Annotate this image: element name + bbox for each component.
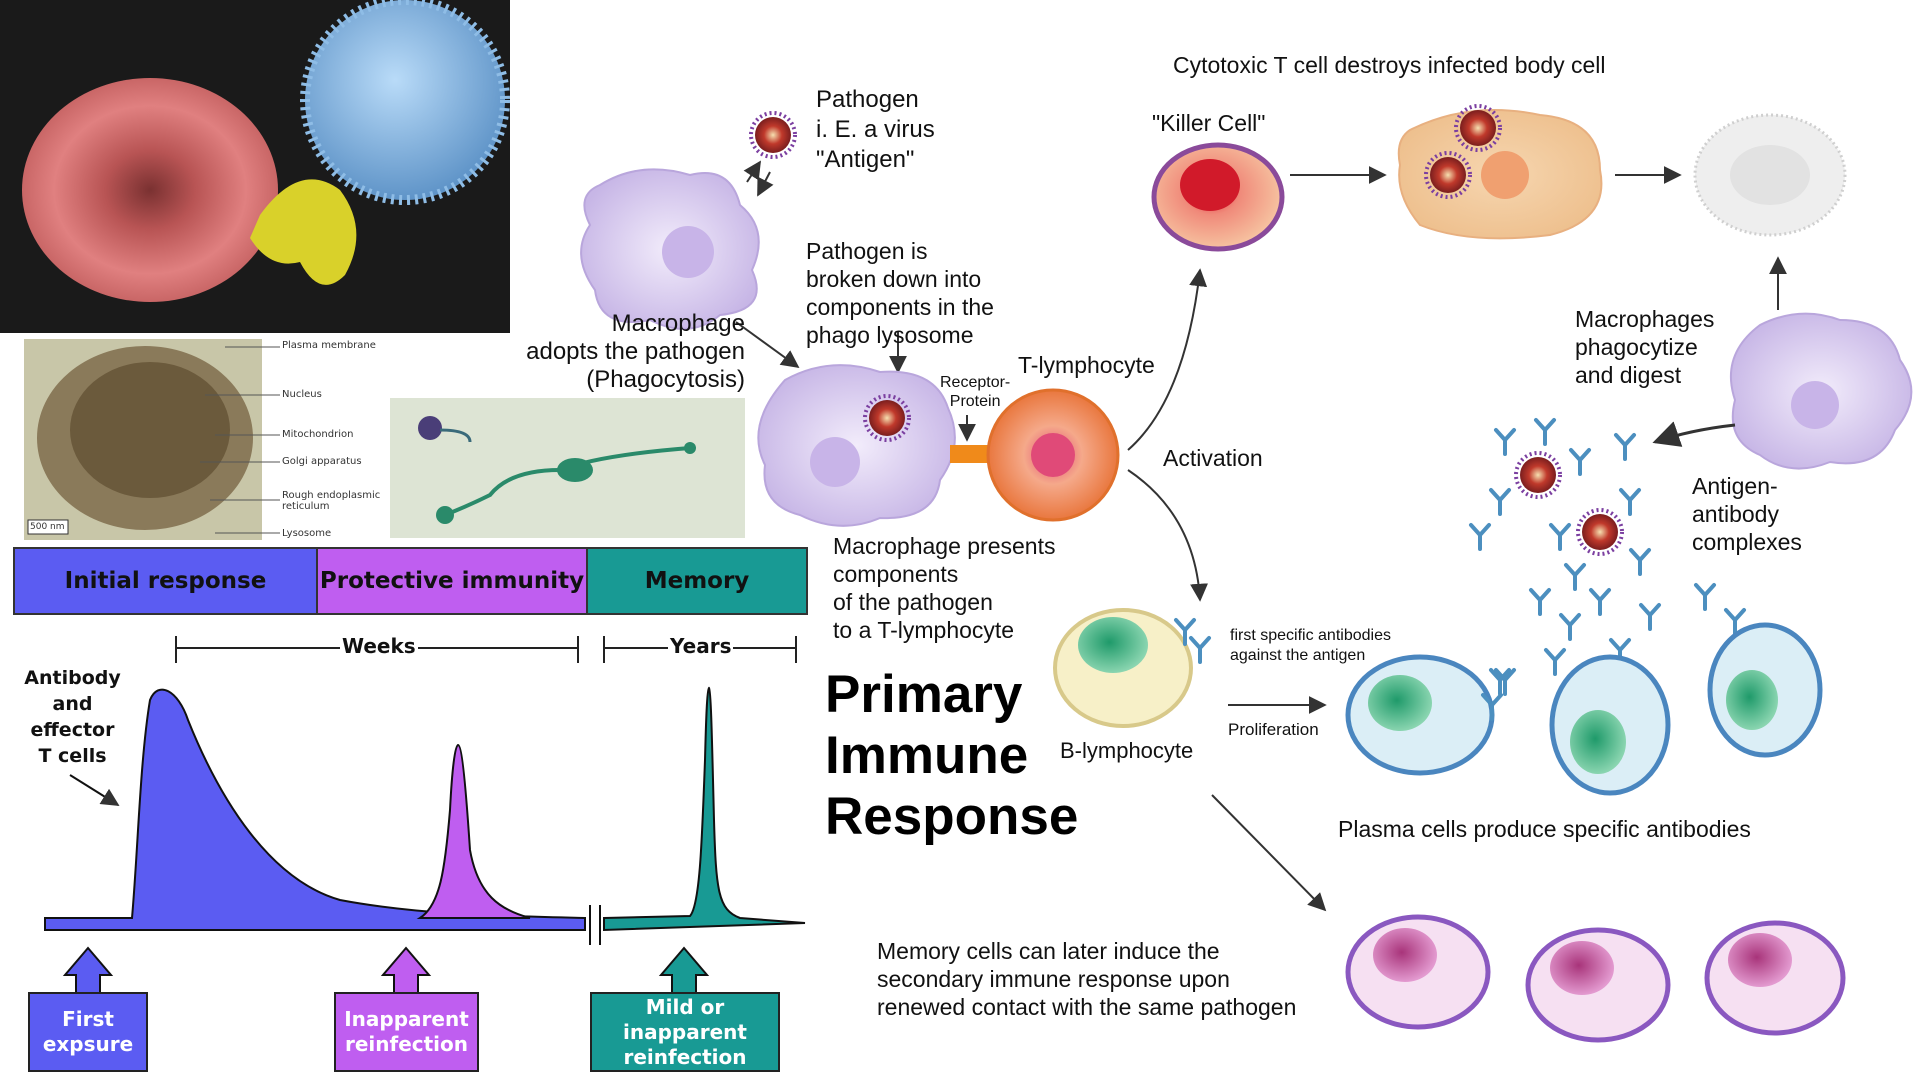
label-memory-cells: Memory cells can later induce the second… xyxy=(877,938,1297,1020)
plasma-cell-1 xyxy=(1345,654,1511,776)
em-label-mitochondrion: Mitochondrion xyxy=(282,429,354,440)
em-label-nucleus: Nucleus xyxy=(282,389,322,400)
em-label-rough-er: Rough endoplasmic reticulum xyxy=(282,490,381,512)
em-scale-bar: 500 nm xyxy=(30,522,65,532)
label-receptor-protein: Receptor- Protein xyxy=(940,374,1011,410)
first-exposure-arrow xyxy=(62,946,114,994)
protective-response-curve xyxy=(416,743,531,919)
label-broken-down: Pathogen is broken down into components … xyxy=(806,238,994,348)
label-first-antibodies: first specific antibodies against the an… xyxy=(1230,627,1391,664)
destroyed-body-cell xyxy=(1693,113,1847,237)
pathogen-virus xyxy=(749,111,797,159)
electron-micrograph-image xyxy=(24,339,280,540)
label-plasma-cells: Plasma cells produce specific antibodies xyxy=(1338,816,1751,842)
infected-body-cell xyxy=(1397,104,1603,240)
digesting-macrophage xyxy=(1729,312,1913,470)
memory-cell-1 xyxy=(1345,914,1491,1030)
phase-memory: Memory xyxy=(586,547,808,615)
time-axis xyxy=(589,905,601,945)
label-proliferation: Proliferation xyxy=(1228,720,1319,739)
label-macrophage-adopts: Macrophage adopts the pathogen (Phagocyt… xyxy=(526,310,745,393)
label-killer-cell: "Killer Cell" xyxy=(1152,110,1266,136)
y-axis-label: Antibody and effector T cells xyxy=(24,667,121,767)
label-activation: Activation xyxy=(1163,445,1263,471)
memory-cell-3 xyxy=(1704,920,1846,1036)
t-lymphocyte-cell xyxy=(986,388,1120,522)
initial-response-curve xyxy=(44,688,586,931)
mild-reinfection-arrow xyxy=(658,946,710,994)
inapparent-reinfection-arrow xyxy=(380,946,432,994)
label-complexes: Antigen- antibody complexes xyxy=(1692,473,1802,555)
memory-arrow xyxy=(1211,794,1327,912)
antigen-antibody-complexes xyxy=(1469,418,1651,591)
years-label: Years xyxy=(668,634,734,658)
killer-cell xyxy=(1151,142,1285,252)
memory-cell-2 xyxy=(1525,927,1671,1043)
activation-arrow-killer xyxy=(1127,268,1208,451)
label-macrophages-digest: Macrophages phagocytize and digest xyxy=(1575,306,1715,388)
b-lymphocyte-cell xyxy=(1053,608,1211,728)
em-label-golgi: Golgi apparatus xyxy=(282,456,362,467)
presenting-macrophage xyxy=(757,364,956,527)
plasma-cell-2 xyxy=(1549,654,1671,796)
label-pathogen: Pathogen i. E. a virus "Antigen" xyxy=(816,86,935,173)
memory-response-curve xyxy=(603,686,806,932)
receptor-protein xyxy=(950,445,988,463)
phase-protective-immunity: Protective immunity xyxy=(316,547,588,615)
label-presents: Macrophage presents components of the pa… xyxy=(833,533,1056,643)
macrophage-cell xyxy=(580,168,760,330)
label-cytotoxic: Cytotoxic T cell destroys infected body … xyxy=(1173,52,1606,78)
label-t-lymphocyte: T-lymphocyte xyxy=(1018,352,1155,378)
event-mild-reinfection: Mild or inapparent reinfection xyxy=(590,992,780,1072)
event-first-exposure: First expsure xyxy=(28,992,148,1072)
event-inapparent-reinfection: Inapparent reinfection xyxy=(334,992,479,1072)
neuron-micrograph-image xyxy=(390,398,745,538)
em-label-lysosome: Lysosome xyxy=(282,528,332,539)
phase-initial-response: Initial response xyxy=(13,547,318,615)
plasma-cell-3 xyxy=(1707,622,1823,758)
activation-arrow-b-cell xyxy=(1127,469,1209,602)
diagram-title: Primary Immune Response xyxy=(825,665,1079,846)
sem-blood-cells-image xyxy=(0,0,510,333)
em-label-plasma-membrane: Plasma membrane xyxy=(282,340,376,351)
label-b-lymphocyte: B-lymphocyte xyxy=(1060,738,1194,763)
phagocytosis-arrow xyxy=(735,321,800,369)
weeks-label: Weeks xyxy=(340,634,418,658)
y-label-pointer xyxy=(69,774,120,806)
